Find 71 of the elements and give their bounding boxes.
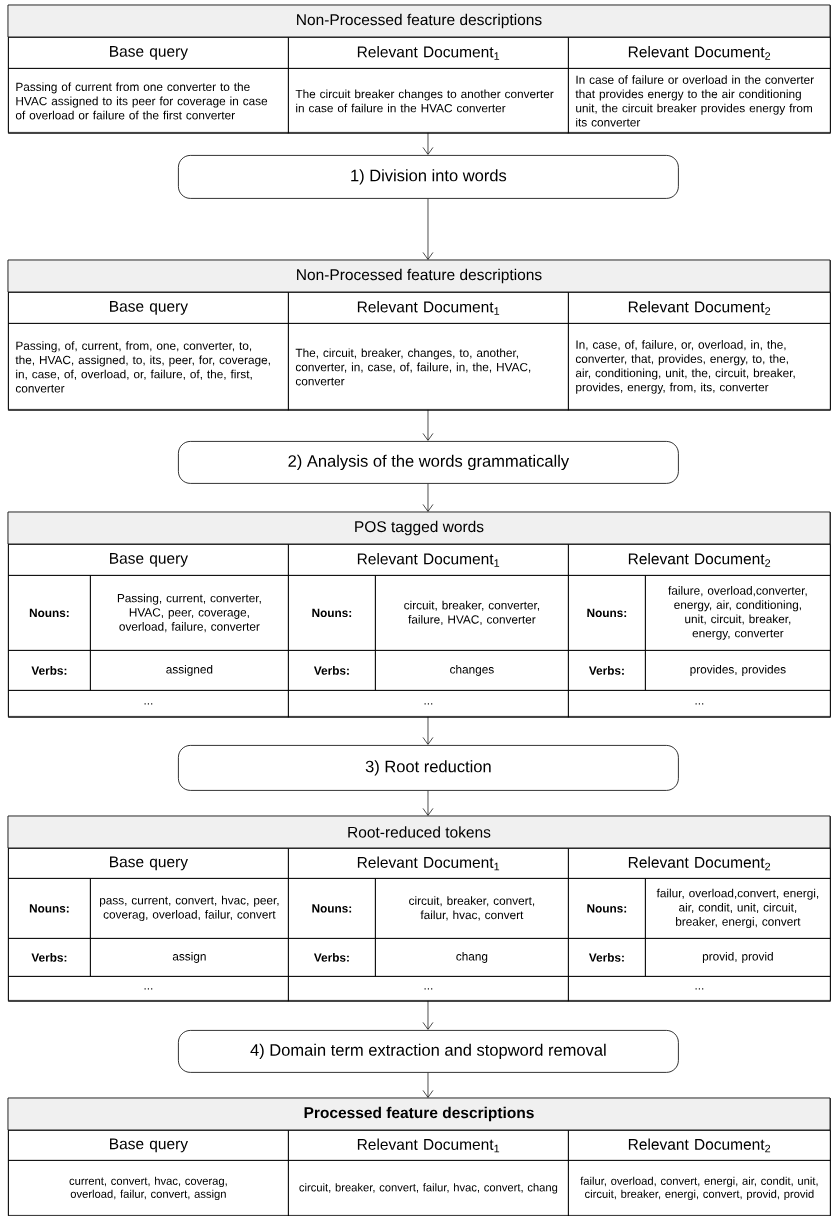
column-header: Relevant Document$_{2}$ [568, 1130, 831, 1161]
column-header: Relevant Document$_{2}$ [568, 37, 831, 69]
row-label: Verbs: [8, 650, 91, 691]
table-cell: changes [375, 650, 569, 691]
column-header: Relevant Document$_{2}$ [568, 848, 831, 879]
table-title: POS tagged words [7, 511, 831, 545]
column-header: Relevant Document$_{2}$ [568, 292, 831, 324]
row-label: Nouns: [8, 878, 91, 939]
row-label: Verbs: [8, 938, 91, 977]
table-title: Root-reduced tokens [7, 815, 831, 849]
table-cell: ... [288, 976, 569, 1002]
table-cell: assigned [90, 650, 289, 691]
table-cell: circuit, breaker, convert, failur, hvac, convert [375, 878, 569, 939]
column-header: Base query [8, 1130, 289, 1161]
arrow [422, 132, 434, 155]
column-header: Relevant Document$_{2}$ [568, 544, 831, 576]
column-header: Relevant Document$_{1}$ [288, 37, 569, 69]
table-cell: chang [375, 938, 569, 977]
row-label: Nouns: [8, 575, 91, 651]
row-label: Nouns: [568, 575, 646, 651]
table-title: Processed feature descriptions [7, 1097, 831, 1131]
table-cell: Passing, of, current, from, one, converter, to, the, HVAC, assigned, to, its, peer, for, coverage, in, case, of, overload, or, failure, of, the, first, converter [8, 323, 289, 411]
table-cell: pass, current, convert, hvac, peer, coverag, overload, failur, convert [90, 878, 289, 939]
table-cell: provid, provid [645, 938, 831, 977]
table-cell: ... [8, 976, 289, 1002]
table-cell: current, convert, hvac, coverag, overload, failur, convert, assign [8, 1160, 289, 1216]
table-cell: Passing, current, converter, HVAC, peer, coverage, overload, failure, converter [90, 575, 289, 651]
row-label: Verbs: [568, 938, 646, 977]
process-box: 1) Division into words [178, 155, 679, 199]
arrow [422, 198, 434, 260]
column-header: Base query [8, 292, 289, 324]
table-cell: failure, overload,converter, energy, air, conditioning, unit, circuit, breaker, energy, converter [645, 575, 831, 651]
process-box: 4) Domain term extraction and stopword removal [178, 1030, 679, 1073]
row-label: Verbs: [288, 938, 376, 977]
table-cell: ... [568, 690, 831, 718]
row-label: Verbs: [568, 650, 646, 691]
column-header: Relevant Document$_{1}$ [288, 544, 569, 576]
row-label: Nouns: [288, 878, 376, 939]
process-box: 3) Root reduction [178, 745, 679, 791]
arrow [422, 409, 434, 441]
table-cell: Passing of current from one converter to the HVAC assigned to its peer for coverage in case of overload or failure of the first converter [8, 68, 289, 134]
column-header: Base query [8, 37, 289, 69]
arrow [422, 1072, 434, 1098]
table-cell: failur, overload,convert, energi, air, condit, unit, circuit, breaker, energi, convert [645, 878, 831, 939]
row-label: Nouns: [568, 878, 646, 939]
column-header: Relevant Document$_{1}$ [288, 1130, 569, 1161]
table-cell: The, circuit, breaker, changes, to, another, converter, in, case, of, failure, in, the, HVAC, converter [288, 323, 569, 411]
arrow [422, 716, 434, 745]
table-title: Non-Processed feature descriptions [7, 259, 831, 293]
table-cell: In, case, of, failure, or, overload, in, the, converter, that, provides, energy, to, the, air, conditioning, unit, the, circuit, breaker, provides, energy, from, its, converter [568, 323, 831, 411]
table-cell: provides, provides [645, 650, 831, 691]
table-cell: assign [90, 938, 289, 977]
column-header: Relevant Document$_{1}$ [288, 292, 569, 324]
column-header: Base query [8, 848, 289, 879]
table-title: Non-Processed feature descriptions [7, 4, 831, 38]
arrow [422, 790, 434, 816]
table-cell: failur, overload, convert, energi, air, condit, unit, circuit, breaker, energi, convert, provid, provid [568, 1160, 831, 1216]
row-label: Nouns: [288, 575, 376, 651]
table-cell: circuit, breaker, converter, failure, HVAC, converter [375, 575, 569, 651]
column-header: Base query [8, 544, 289, 576]
column-header: Relevant Document$_{1}$ [288, 848, 569, 879]
table-cell: The circuit breaker changes to another converter in case of failure in the HVAC converter [288, 68, 569, 134]
table-cell: In case of failure or overload in the converter that provides energy to the air conditioning unit, the circuit breaker provides energy from its converter [568, 68, 831, 134]
table-cell: ... [568, 976, 831, 1002]
arrow [422, 483, 434, 512]
process-box: 2) Analysis of the words grammatically [178, 441, 679, 484]
table-cell: ... [288, 690, 569, 718]
table-cell: circuit, breaker, convert, failur, hvac, convert, chang [288, 1160, 569, 1216]
table-cell: ... [8, 690, 289, 718]
row-label: Verbs: [288, 650, 376, 691]
arrow [422, 1000, 434, 1030]
